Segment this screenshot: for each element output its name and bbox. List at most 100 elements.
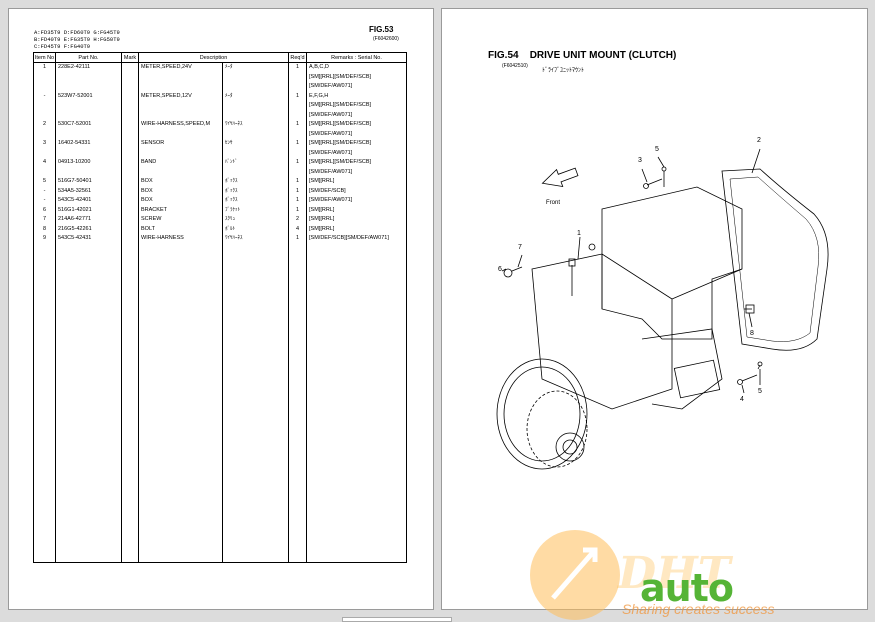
cell-kana: ﾎﾞﾙﾄ (221, 224, 290, 234)
cell-item (33, 110, 56, 120)
cell-req: 1 (288, 177, 308, 187)
empty-cell (221, 243, 290, 563)
cell-kana (221, 101, 290, 111)
callout-3: 3 (638, 157, 642, 164)
table-row: [SM/DEF/AW071] (33, 148, 408, 158)
cell-remarks: [SM][RRL][SM/DEF/SCB] (306, 101, 408, 111)
cell-desc: BOLT (138, 224, 223, 234)
cell-req: 1 (288, 158, 308, 168)
cell-mark (121, 110, 139, 120)
cell-req: 1 (288, 62, 308, 73)
cell-item: 2 (33, 120, 56, 130)
cell-desc (138, 167, 223, 177)
callout-4: 4 (740, 396, 744, 403)
cell-desc: METER,SPEED,12V (138, 91, 223, 101)
cell-req (288, 72, 308, 82)
cell-item: 7 (33, 215, 56, 225)
empty-cell (306, 243, 408, 563)
cell-kana: ﾎﾞｯｸｽ (221, 196, 290, 206)
cell-item (33, 148, 56, 158)
cell-remarks: [SM/DEF/AW071] (306, 148, 408, 158)
table-filler-row (33, 243, 408, 563)
cell-req (288, 148, 308, 158)
cell-part (55, 148, 122, 158)
cell-kana (221, 167, 290, 177)
cell-part: 534A5-32561 (55, 186, 122, 196)
cell-kana (221, 148, 290, 158)
cell-desc (138, 72, 223, 82)
cell-item (33, 101, 56, 111)
empty-cell (121, 243, 139, 563)
cell-part (55, 129, 122, 139)
cell-desc: BOX (138, 196, 223, 206)
cell-kana (221, 82, 290, 92)
cell-kana: ﾎﾞｯｸｽ (221, 177, 290, 187)
fig-53-code: (F6042600) (373, 36, 399, 42)
cell-item: 3 (33, 139, 56, 149)
cell-part: 516G1-42021 (55, 205, 122, 215)
cell-kana: ﾜｲﾔﾊｰﾈｽ (221, 120, 290, 130)
cell-req (288, 82, 308, 92)
cell-kana: ﾒｰﾀ (221, 91, 290, 101)
cell-part: 516G7-50401 (55, 177, 122, 187)
cell-mark (121, 72, 139, 82)
empty-cell (55, 243, 122, 563)
cell-remarks: [SM][RRL][SM/DEF/SCB] (306, 158, 408, 168)
callout-2: 2 (757, 137, 761, 144)
cell-mark (121, 82, 139, 92)
cell-part: 228E2-42111 (55, 62, 122, 73)
cell-mark (121, 148, 139, 158)
empty-cell (288, 243, 308, 563)
cell-remarks: [SM/DEF/AW071] (306, 129, 408, 139)
cell-remarks: A,B,C,D (306, 62, 408, 73)
cell-part: 216G5-42261 (55, 224, 122, 234)
diagram-title: DRIVE UNIT MOUNT (CLUTCH) (529, 50, 677, 61)
fig-54-code: (F6042510) (502, 63, 528, 69)
fig-54-label: FIG.54 (488, 50, 519, 61)
cell-mark (121, 215, 139, 225)
cell-kana (221, 129, 290, 139)
cell-desc (138, 82, 223, 92)
parts-list-page: FIG.53 (F6042600) A:FD35T9 D:FD60T9 G:FG… (8, 8, 434, 610)
cell-mark (121, 120, 139, 130)
cell-part: 214A6-42771 (55, 215, 122, 225)
cell-part: 04913-10200 (55, 158, 122, 168)
model-line: C:FD45T9 F:FG40T9 (34, 43, 91, 50)
drive-unit-diagram: 1 2 3 4 5 5 6 7 8 Front (496, 137, 829, 470)
cell-part (55, 110, 122, 120)
cell-item (33, 72, 56, 82)
cell-kana: ﾒｰﾀ (221, 62, 290, 73)
cell-remarks: [SM][RRL] (306, 177, 408, 187)
housing-plate-outline (721, 168, 829, 351)
cell-remarks: [SM/DEF/AW071] (306, 82, 408, 92)
front-label: Front (546, 200, 560, 206)
cell-desc (138, 148, 223, 158)
fig-54-title: FIG.54 DRIVE UNIT MOUNT (CLUTCH) (488, 50, 676, 61)
cell-part: 543C5-42431 (55, 234, 122, 244)
cell-item: 5 (33, 177, 56, 187)
cell-desc: BOX (138, 177, 223, 187)
cell-part (55, 82, 122, 92)
cell-req: 1 (288, 205, 308, 215)
cell-desc: WIRE-HARNESS,SPEED,M (138, 120, 223, 130)
cell-remarks: [SM/DEF/AW071] (306, 196, 408, 206)
cell-mark (121, 205, 139, 215)
page-scroll-tab[interactable] (342, 617, 452, 622)
callout-5a: 5 (655, 146, 659, 153)
cell-remarks: [SM/DEF/AW071] (306, 110, 408, 120)
cell-remarks: [SM][RRL][SM/DEF/SCB] (306, 139, 408, 149)
cell-item (33, 167, 56, 177)
cell-mark (121, 196, 139, 206)
clutch-bell (496, 358, 588, 470)
cell-part (55, 72, 122, 82)
table-row: [SM/DEF/AW071] (33, 167, 408, 177)
table-row: [SM][RRL][SM/DEF/SCB] (33, 101, 408, 111)
